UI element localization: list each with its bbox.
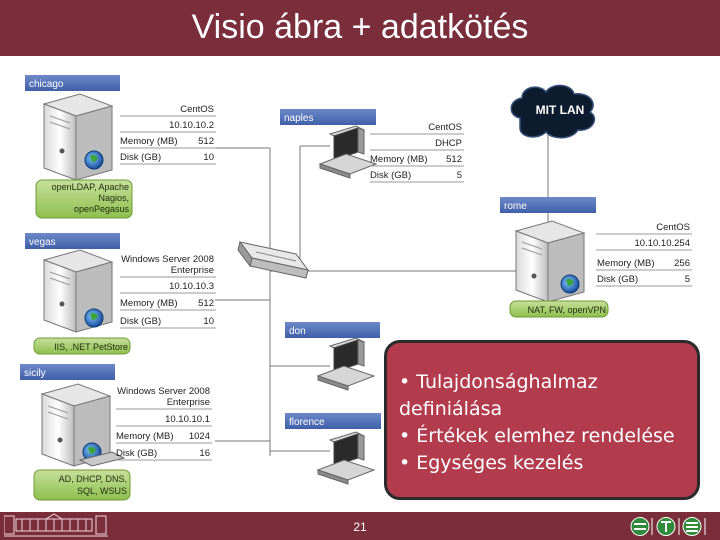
svg-text:512: 512 — [198, 298, 214, 309]
bullet-item: • Egységes kezelés — [399, 452, 584, 474]
svg-text:Disk (GB): Disk (GB) — [597, 274, 638, 285]
svg-text:Memory (MB): Memory (MB) — [120, 298, 178, 309]
svg-text:5: 5 — [457, 170, 462, 181]
server-icon — [42, 93, 114, 181]
server-sicily: sicily Windows Server 2008 Enterprise 10… — [20, 364, 212, 501]
node-name: chicago — [29, 79, 64, 90]
svg-text:10.10.10.3: 10.10.10.3 — [169, 281, 214, 292]
server-icon — [42, 249, 114, 333]
svg-text:SQL, WSUS: SQL, WSUS — [77, 486, 127, 496]
svg-text:1024: 1024 — [189, 431, 210, 442]
node-header — [285, 322, 380, 338]
workstation-florence: florence — [285, 413, 381, 485]
slide-title: Visio ábra + adatkötés — [191, 8, 529, 46]
node-header — [280, 109, 376, 125]
svg-text:Disk (GB): Disk (GB) — [120, 316, 161, 327]
svg-text:10: 10 — [203, 316, 214, 327]
svg-text:Windows Server 2008: Windows Server 2008 — [117, 386, 210, 397]
svg-text:CentOS: CentOS — [180, 104, 214, 115]
services-badge — [33, 337, 131, 355]
property-table: CentOS 10.10.10.2 Memory (MB) 512 Disk (… — [120, 104, 216, 165]
svg-text:Memory (MB): Memory (MB) — [370, 154, 428, 165]
svg-text:10.10.10.1: 10.10.10.1 — [165, 414, 210, 425]
cloud-label: MIT LAN — [536, 103, 585, 117]
switch-icon — [237, 240, 310, 279]
svg-text:rome: rome — [504, 201, 527, 212]
svg-text:openLDAP, Apache: openLDAP, Apache — [52, 182, 129, 192]
svg-text:Windows Server 2008: Windows Server 2008 — [121, 254, 214, 265]
svg-text:10.10.10.2: 10.10.10.2 — [169, 120, 214, 131]
svg-text:sicily: sicily — [24, 368, 46, 379]
property-table: Windows Server 2008 Enterprise 10.10.10.… — [116, 386, 212, 461]
property-table: Windows Server 2008 Enterprise 10.10.10.… — [120, 254, 216, 329]
node-header — [285, 413, 381, 429]
node-header — [500, 197, 596, 213]
network-diagram: MIT LAN chicago CentOS — [20, 75, 692, 501]
svg-text:Disk (GB): Disk (GB) — [116, 448, 157, 459]
svg-text:256: 256 — [674, 258, 690, 269]
svg-text:DHCP: DHCP — [435, 138, 462, 149]
svg-text:CentOS: CentOS — [428, 122, 462, 133]
svg-text:IIS, .NET PetStore: IIS, .NET PetStore — [54, 342, 128, 352]
computer-icon — [316, 431, 376, 485]
svg-text:Memory (MB): Memory (MB) — [116, 431, 174, 442]
svg-text:naples: naples — [284, 113, 313, 124]
svg-text:Disk (GB): Disk (GB) — [120, 152, 161, 163]
svg-text:5: 5 — [685, 274, 690, 285]
svg-text:CentOS: CentOS — [656, 222, 690, 233]
services-badge — [33, 469, 131, 501]
university-logo — [4, 513, 108, 537]
department-logo — [630, 517, 706, 536]
server-icon — [40, 383, 112, 467]
computer-icon — [316, 337, 376, 391]
cloud-icon: MIT LAN — [510, 84, 596, 139]
server-chicago: chicago CentOS 10.10.10.2 Memory (MB) 51… — [25, 75, 216, 219]
svg-text:don: don — [289, 326, 306, 337]
server-rome: rome CentOS 10.10.10.254 Memory (MB) 256… — [500, 197, 692, 318]
svg-text:16: 16 — [199, 448, 210, 459]
svg-text:florence: florence — [289, 417, 325, 428]
svg-text:10.10.10.254: 10.10.10.254 — [635, 238, 690, 249]
computer-icon — [318, 125, 378, 179]
svg-text:Memory (MB): Memory (MB) — [120, 136, 178, 147]
workstation-don: don — [285, 322, 380, 391]
server-vegas: vegas Windows Server 2008 Enterprise 10.… — [25, 233, 216, 355]
svg-text:AD, DHCP, DNS,: AD, DHCP, DNS, — [59, 474, 127, 484]
svg-text:Memory (MB): Memory (MB) — [597, 258, 655, 269]
footer-bar — [0, 512, 720, 540]
svg-text:Disk (GB): Disk (GB) — [370, 170, 411, 181]
svg-text:512: 512 — [198, 136, 214, 147]
property-table: CentOS 10.10.10.254 Memory (MB) 256 Disk… — [596, 222, 692, 287]
node-header — [25, 233, 120, 249]
services-badge — [35, 179, 133, 219]
svg-text:NAT, FW, openVPN: NAT, FW, openVPN — [528, 305, 606, 315]
svg-text:Enterprise: Enterprise — [167, 397, 210, 408]
property-table: CentOS DHCP Memory (MB) 512 Disk (GB) 5 — [370, 122, 464, 183]
bullet-item: • Értékek elemhez rendelése — [399, 425, 675, 447]
workstation-naples: naples CentOS DHCP Memory (MB) 512 Disk … — [280, 109, 464, 183]
svg-text:vegas: vegas — [29, 237, 56, 248]
page-number: 21 — [353, 520, 367, 534]
title-bar — [0, 0, 720, 56]
svg-text:Nagios,: Nagios, — [98, 193, 129, 203]
svg-text:openPegasus: openPegasus — [74, 204, 130, 214]
services-badge — [509, 300, 609, 318]
svg-text:10: 10 — [203, 152, 214, 163]
svg-text:512: 512 — [446, 154, 462, 165]
node-header — [20, 364, 115, 380]
svg-text:Enterprise: Enterprise — [171, 265, 214, 276]
node-header — [25, 75, 120, 91]
keyboard-icon — [78, 451, 126, 467]
